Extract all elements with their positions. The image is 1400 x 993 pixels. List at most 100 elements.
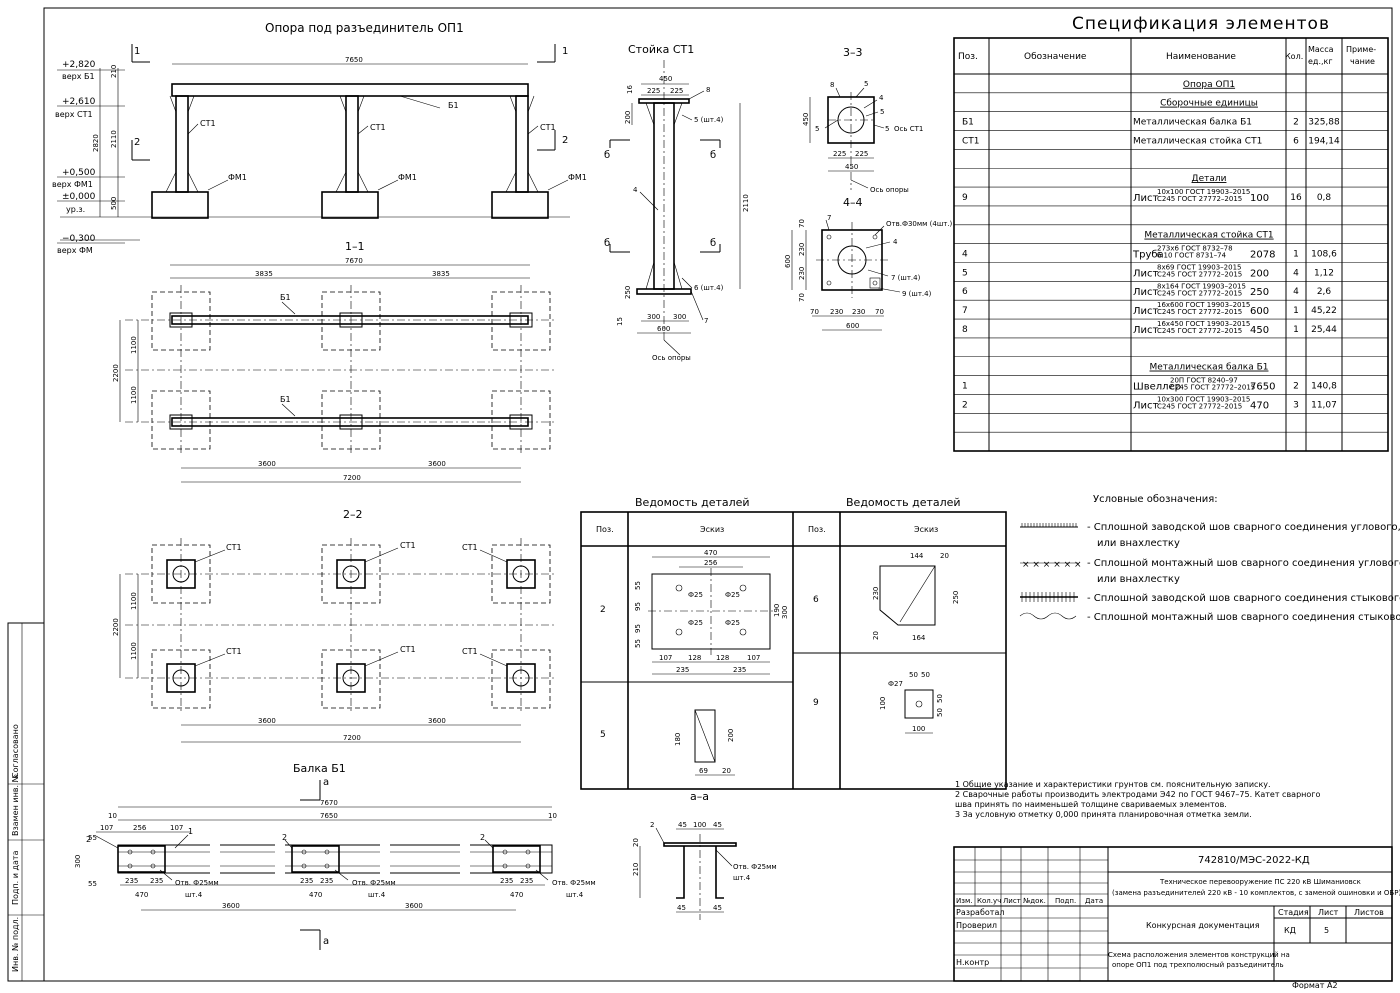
svg-text:450: 450	[659, 75, 672, 83]
section-4-title: 4–4	[843, 196, 863, 209]
spec-name: Лист	[1133, 193, 1159, 204]
spec-qty: 2	[1293, 118, 1299, 128]
spec-grade-top: 16х600 ГОСТ 19903–2015	[1157, 301, 1250, 309]
svg-text:ФМ1: ФМ1	[228, 173, 247, 182]
svg-text:55: 55	[88, 834, 97, 842]
svg-text:Подп.: Подп.	[1055, 897, 1076, 905]
svg-text:235: 235	[500, 877, 513, 885]
svg-text:10: 10	[548, 812, 557, 820]
svg-text:- Сплошной монтажный шов сварн: - Сплошной монтажный шов сварного соедин…	[1087, 612, 1400, 623]
detail-pos-9: 9	[813, 698, 819, 708]
svg-text:4: 4	[879, 94, 884, 102]
svg-text:Изм.: Изм.	[956, 897, 972, 905]
svg-text:Ф25: Ф25	[725, 591, 740, 599]
spec-grade-top: 8х69 ГОСТ 19903–2015	[1157, 264, 1241, 272]
svg-text:Поз.: Поз.	[808, 525, 826, 534]
svg-text:6 (шт.4): 6 (шт.4)	[694, 284, 724, 292]
spec-mass: 194,14	[1308, 136, 1340, 146]
svg-text:7200: 7200	[343, 734, 361, 742]
svg-text:Лист: Лист	[1003, 897, 1021, 905]
spec-name: Труба	[1132, 249, 1164, 260]
svg-text:300: 300	[673, 313, 686, 321]
details-title-1: Ведомость деталей	[635, 496, 750, 509]
svg-text:50: 50	[936, 708, 944, 717]
spec-mass: 11,07	[1311, 400, 1337, 410]
spec-name: Металлическая балка Б1	[1133, 118, 1252, 128]
spec-mass: 140,8	[1311, 381, 1337, 391]
svg-text:СТ1: СТ1	[200, 119, 216, 128]
svg-text:470: 470	[309, 891, 322, 899]
svg-text:1: 1	[188, 827, 193, 836]
svg-text:× × × × × ×: × × × × × ×	[1022, 560, 1082, 570]
svg-text:б: б	[604, 150, 610, 161]
svg-text:230: 230	[852, 308, 865, 316]
svg-text:45: 45	[678, 821, 687, 829]
spec-pos: 6	[962, 287, 968, 297]
svg-text:СТ1: СТ1	[400, 541, 416, 550]
svg-text:1: 1	[134, 46, 140, 57]
svg-text:Отв. Ф25мм: Отв. Ф25мм	[552, 879, 596, 887]
stamp-inventory: Инв. № подл.	[11, 917, 20, 972]
spec-grade-top: 20П ГОСТ 8240–97	[1170, 377, 1238, 385]
svg-text:Ф27: Ф27	[888, 680, 903, 688]
svg-text:Обозначение: Обозначение	[1024, 52, 1087, 62]
svg-text:470: 470	[704, 549, 717, 557]
spec-table: Поз. Обозначение Наименование Кол. Масса…	[953, 37, 1389, 452]
svg-text:−0,300: −0,300	[62, 234, 96, 244]
section-2-plan: СТ1 СТ1 СТ1 СТ1 СТ1 СТ1 1100 1100 2200 3…	[112, 538, 555, 743]
spec-pos: 2	[962, 400, 968, 410]
spec-mass: 2,6	[1317, 287, 1332, 297]
spec-pos: 8	[962, 325, 968, 335]
spec-length: 7650	[1250, 381, 1275, 392]
svg-text:3 За условную отметку 0,000 п: 3 За условную отметку 0,000 принята план…	[955, 810, 1252, 819]
stamp-replaced: Взамен инв. №	[11, 773, 20, 836]
detail-pos-6: 6	[813, 595, 819, 605]
spec-pos: 9	[962, 193, 968, 203]
svg-text:200: 200	[727, 729, 735, 742]
sheet-frame	[43, 7, 1393, 982]
weld-factory-fillet-symbol	[1020, 523, 1078, 528]
svg-text:70: 70	[798, 219, 806, 228]
svg-text:2200: 2200	[112, 364, 120, 382]
svg-text:2200: 2200	[112, 618, 120, 636]
spec-group-heading: Опора ОП1	[1183, 80, 1235, 90]
svg-text:3600: 3600	[428, 460, 446, 468]
svg-text:1100: 1100	[130, 336, 138, 354]
svg-text:Эскиз: Эскиз	[700, 525, 724, 534]
spec-mass: 45,22	[1311, 306, 1337, 316]
spec-name: Лист	[1133, 325, 1159, 336]
svg-text:20: 20	[940, 552, 949, 560]
svg-text:или внахлестку: или внахлестку	[1097, 574, 1180, 585]
spec-mass: 1,12	[1314, 268, 1334, 278]
svg-text:230: 230	[798, 243, 806, 256]
svg-text:235: 235	[520, 877, 533, 885]
svg-text:210: 210	[632, 863, 640, 876]
svg-text:50: 50	[909, 671, 918, 679]
svg-text:235: 235	[125, 877, 138, 885]
svg-text:7: 7	[827, 214, 831, 222]
svg-text:Схема расположения элементов к: Схема расположения элементов конструкций…	[1108, 951, 1290, 959]
svg-text:3600: 3600	[428, 717, 446, 725]
weld-site-butt-symbol	[1019, 612, 1077, 620]
spec-grade-bottom: С245 ГОСТ 27772–2015	[1157, 327, 1242, 335]
svg-text:144: 144	[910, 552, 924, 560]
svg-text:Б1: Б1	[280, 395, 291, 404]
svg-text:1 Общие указание и характерис: 1 Общие указание и характеристики грунто…	[955, 780, 1271, 789]
svg-text:45: 45	[713, 821, 722, 829]
section-1-title: 1–1	[345, 240, 365, 253]
svg-text:3600: 3600	[405, 902, 423, 910]
svg-text:95: 95	[634, 602, 642, 611]
svg-text:Кол.: Кол.	[1285, 52, 1303, 61]
svg-text:450: 450	[845, 163, 858, 171]
svg-text:20: 20	[872, 631, 880, 640]
spec-pos: 4	[962, 249, 968, 259]
svg-text:600: 600	[846, 322, 859, 330]
svg-text:2110: 2110	[742, 194, 750, 212]
spec-pos: 1	[962, 381, 968, 391]
svg-text:шт.4: шт.4	[368, 891, 386, 899]
svg-text:1: 1	[562, 46, 568, 57]
